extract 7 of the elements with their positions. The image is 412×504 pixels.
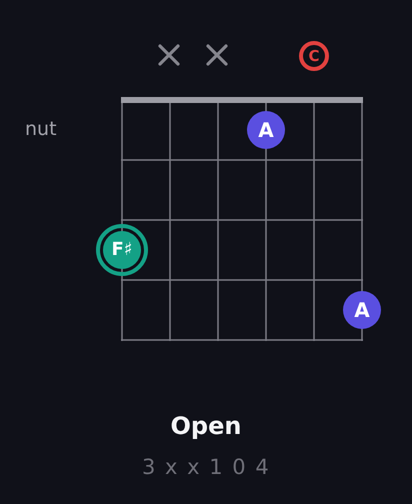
fingering-caption: 3 x x 1 0 4 bbox=[142, 457, 270, 478]
open-string-marker: C bbox=[299, 41, 329, 71]
chord-title: Open bbox=[170, 414, 242, 438]
nut-label: nut bbox=[25, 120, 57, 139]
finger-marker: A bbox=[343, 291, 381, 329]
root-note-marker: F♯ bbox=[96, 224, 148, 276]
finger-marker: A bbox=[247, 111, 285, 149]
